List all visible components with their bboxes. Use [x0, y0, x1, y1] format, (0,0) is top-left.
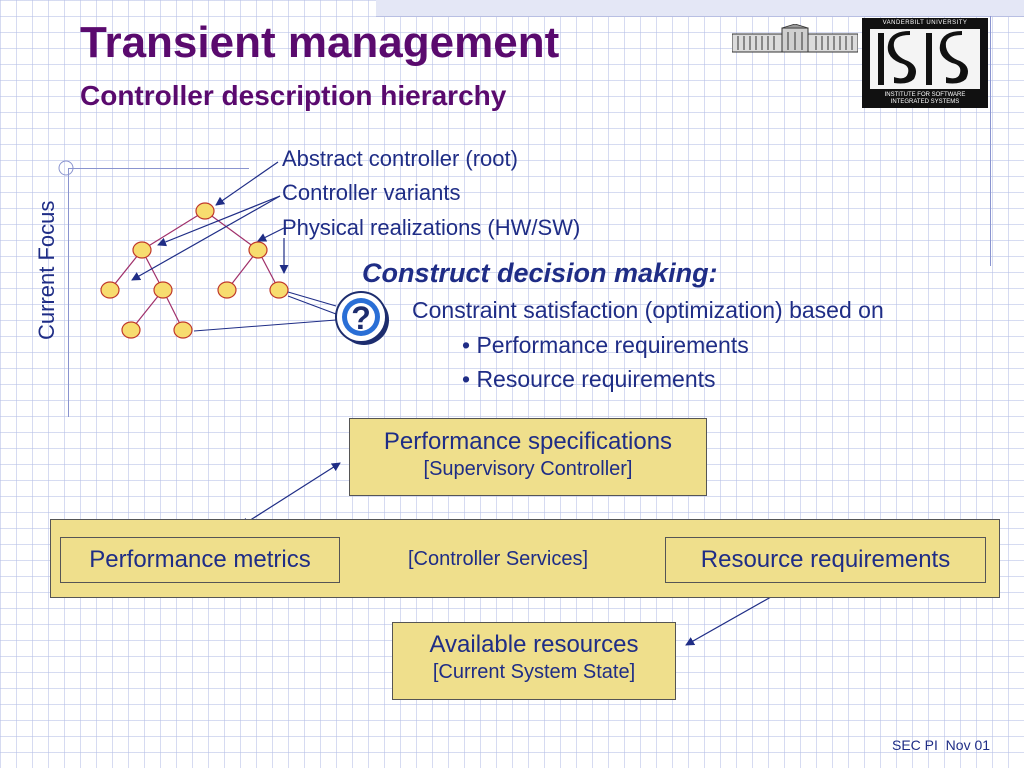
slide-footer: SEC PI Nov 01: [892, 737, 991, 753]
performance-metrics-label: Performance metrics: [89, 546, 311, 573]
resource-requirements-box: Resource requirements: [665, 537, 986, 583]
label-controller-variants: Controller variants: [282, 180, 461, 205]
university-building-logo: [732, 24, 858, 53]
controller-services-label: [Controller Services]: [408, 548, 589, 570]
top-band: [376, 0, 1024, 17]
logo-bottom-line1: INSTITUTE FOR SOFTWARE: [884, 92, 966, 98]
decision-heading: Construct decision making:: [362, 258, 718, 288]
bullet-resource: • Resource requirements: [462, 366, 716, 392]
current-focus-bracket: [68, 168, 249, 417]
decorative-line: [990, 16, 991, 266]
arrow-realization: [257, 227, 285, 242]
tree-node-variant: [248, 241, 268, 259]
performance-specifications-box: Performance specifications [Supervisory …: [349, 418, 707, 496]
slide-title: Transient management: [80, 18, 560, 67]
logo-bottom-line2: INTEGRATED SYSTEMS: [890, 99, 960, 105]
arrow-variant: [131, 195, 281, 281]
logo-top-text: VANDERBILT UNIVERSITY: [882, 20, 968, 26]
perf-spec-sub: [Supervisory Controller]: [423, 458, 633, 480]
tree-edge: [141, 210, 206, 251]
focus-curl: [58, 160, 74, 176]
isis-logo-art: [870, 29, 980, 89]
resource-requirements-label: Resource requirements: [700, 546, 951, 573]
logo-bottom-text: INSTITUTE FOR SOFTWARE INTEGRATED SYSTEM…: [862, 92, 988, 106]
performance-metrics-box: Performance metrics: [60, 537, 340, 583]
tree-node-realization: [269, 281, 289, 299]
isis-logo: VANDERBILT UNIVERSITY INSTITUTE FOR SOFT…: [862, 18, 988, 108]
tree-node-realization: [173, 321, 193, 339]
decision-link: [193, 319, 337, 332]
arrow-resources-requirements: [685, 588, 786, 646]
slide-subtitle: Controller description hierarchy: [80, 80, 507, 111]
decision-link: [287, 291, 337, 307]
constraint-text: Constraint satisfaction (optimization) b…: [412, 297, 884, 323]
tree-node-realization: [121, 321, 141, 339]
available-resources-box: Available resources [Current System Stat…: [392, 622, 676, 700]
arrow-root: [215, 161, 279, 206]
bullet-performance: • Performance requirements: [462, 332, 749, 358]
arrow-spec-metrics: [240, 462, 341, 527]
available-resources-sub: [Current System State]: [432, 661, 636, 683]
decision-link: [287, 295, 337, 315]
tree-node-variant: [132, 241, 152, 259]
label-physical-realizations: Physical realizations (HW/SW): [282, 215, 581, 240]
tree-node-realization: [217, 281, 237, 299]
tree-node-realization: [100, 281, 120, 299]
available-resources-title: Available resources: [429, 631, 639, 658]
label-abstract-controller: Abstract controller (root): [282, 146, 518, 171]
arrow-variant: [157, 195, 281, 247]
question-icon: [335, 291, 389, 345]
tree-node-realization: [153, 281, 173, 299]
tree-node-root: [195, 202, 215, 220]
perf-spec-title: Performance specifications: [383, 428, 673, 455]
question-mark-glyph: ?: [351, 300, 371, 336]
tree-edge: [204, 210, 259, 251]
